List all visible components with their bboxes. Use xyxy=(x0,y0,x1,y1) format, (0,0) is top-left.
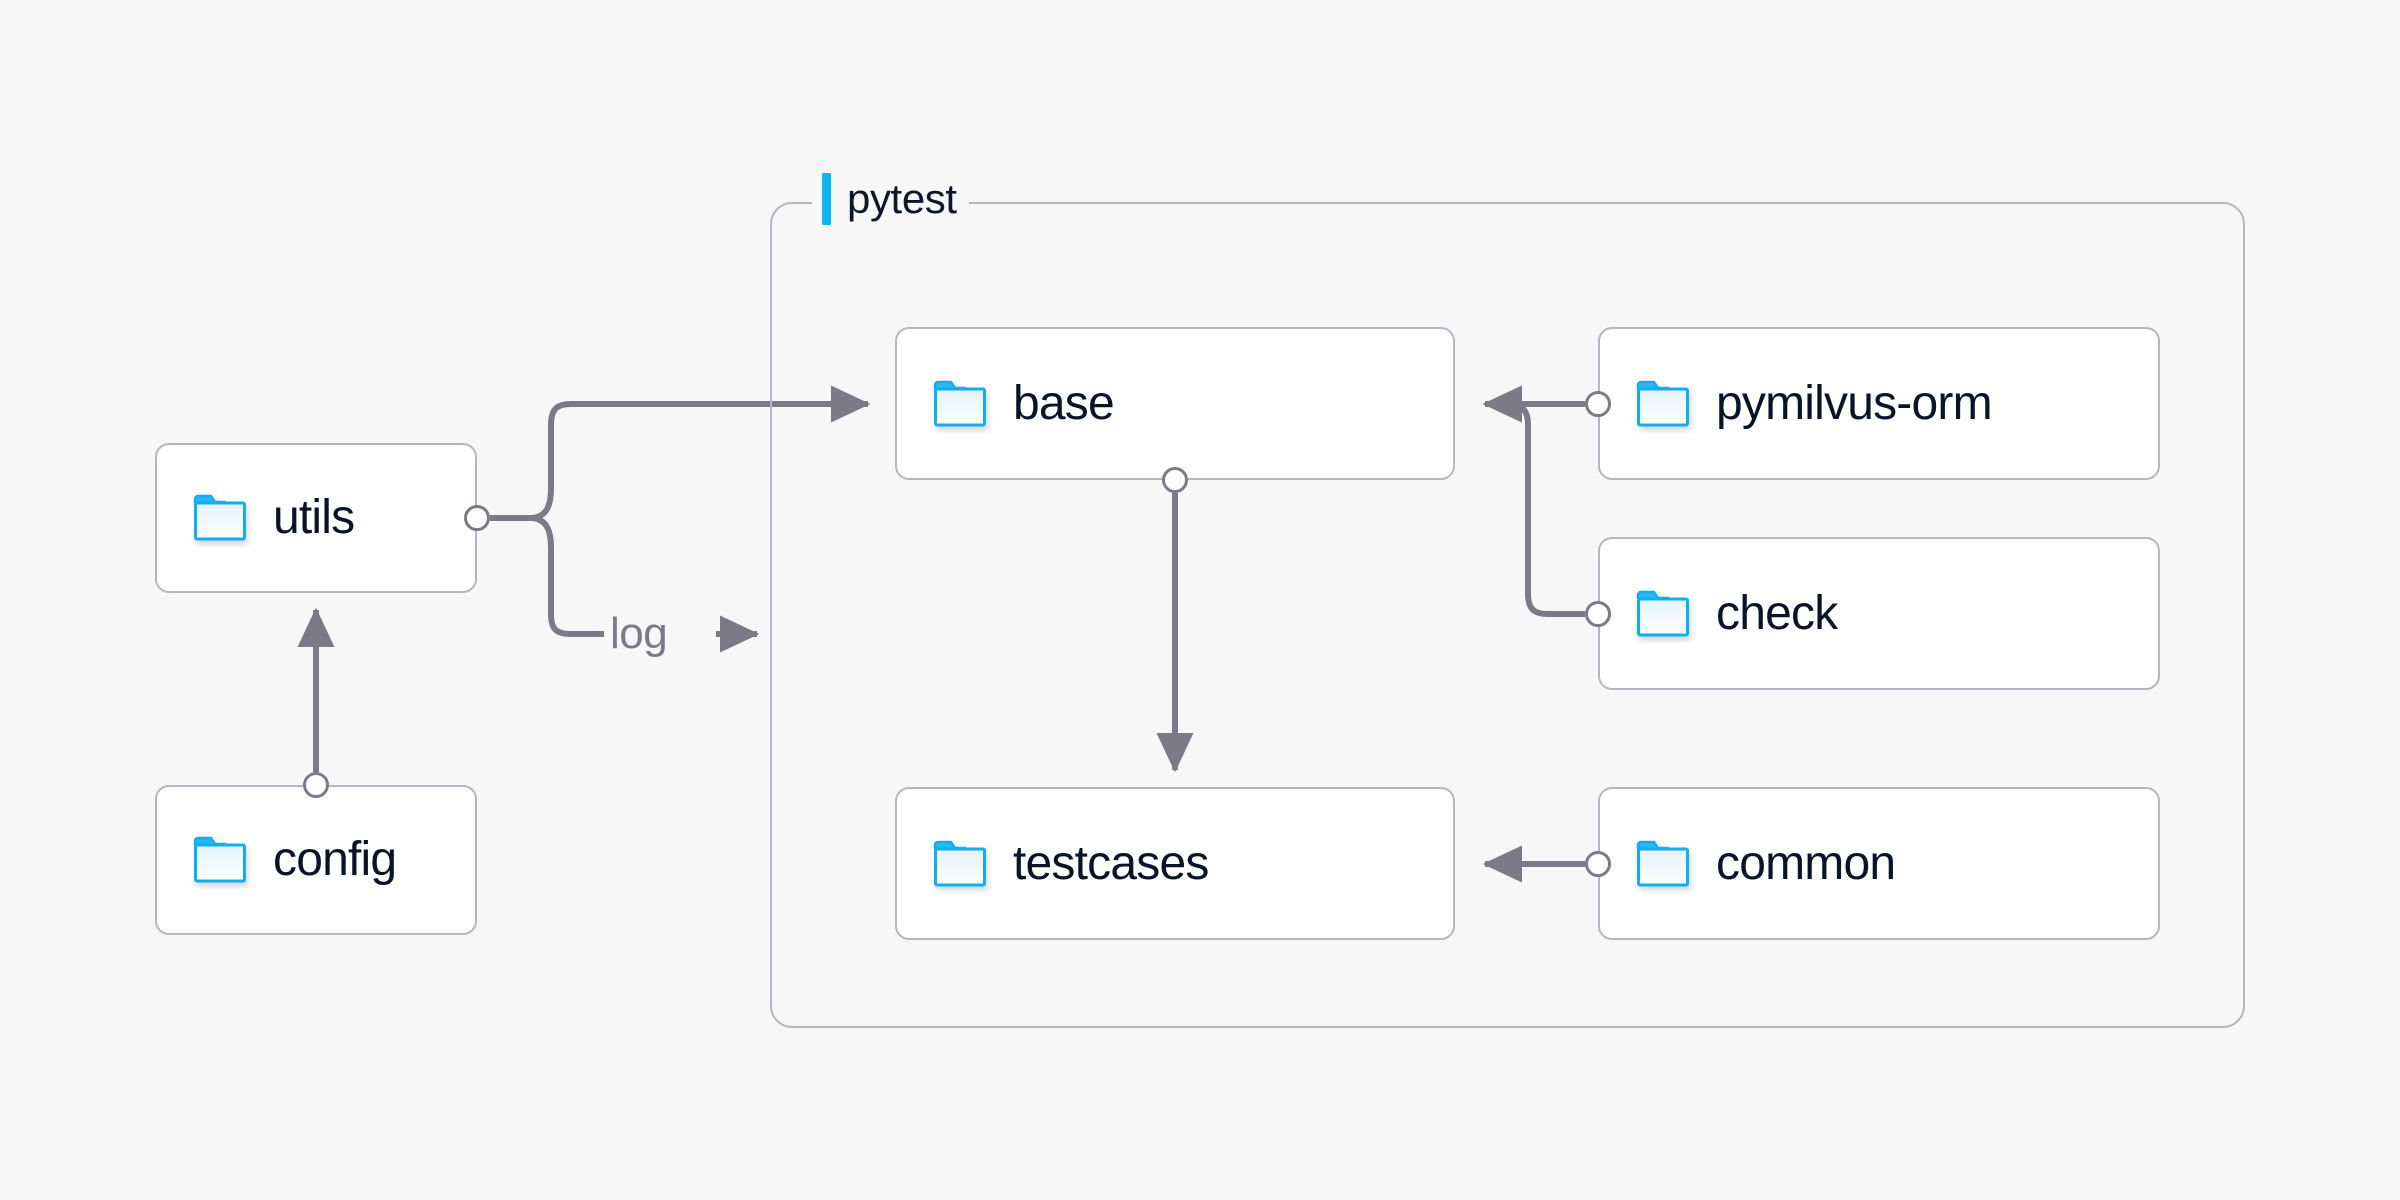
node-pymilvus-orm-label: pymilvus-orm xyxy=(1716,376,1993,430)
folder-icon xyxy=(1636,840,1689,886)
node-config-label: config xyxy=(273,833,397,886)
node-base-label: base xyxy=(1013,376,1115,430)
group-title: pytest xyxy=(847,175,957,222)
node-config[interactable]: config xyxy=(155,785,477,935)
node-common-label: common xyxy=(1716,836,1896,890)
node-testcases-label: testcases xyxy=(1013,836,1209,890)
node-utils-label: utils xyxy=(273,491,355,544)
group-pytest[interactable] xyxy=(770,202,2245,1028)
node-check-label: check xyxy=(1716,586,1838,640)
node-base[interactable]: base xyxy=(895,327,1455,480)
group-pytest-label: pytest xyxy=(812,170,969,228)
node-check[interactable]: check xyxy=(1598,537,2160,690)
node-common[interactable]: common xyxy=(1598,787,2160,940)
folder-icon xyxy=(193,494,246,541)
node-pymilvus-orm[interactable]: pymilvus-orm xyxy=(1598,327,2160,480)
port-config-top[interactable] xyxy=(303,772,329,798)
port-utils-right[interactable] xyxy=(464,505,490,531)
port-check-left[interactable] xyxy=(1585,601,1611,627)
node-utils[interactable]: utils xyxy=(155,443,477,593)
folder-icon xyxy=(933,380,986,426)
port-common-left[interactable] xyxy=(1585,851,1611,877)
folder-icon xyxy=(193,836,246,883)
folder-icon xyxy=(933,840,986,886)
port-base-bottom[interactable] xyxy=(1162,467,1188,493)
node-testcases[interactable]: testcases xyxy=(895,787,1455,940)
folder-icon xyxy=(1636,380,1689,426)
folder-icon xyxy=(1636,590,1689,636)
port-pymilvus-orm-left[interactable] xyxy=(1585,391,1611,417)
group-accent-bar xyxy=(822,173,831,225)
edge-label-log: log xyxy=(604,612,674,656)
